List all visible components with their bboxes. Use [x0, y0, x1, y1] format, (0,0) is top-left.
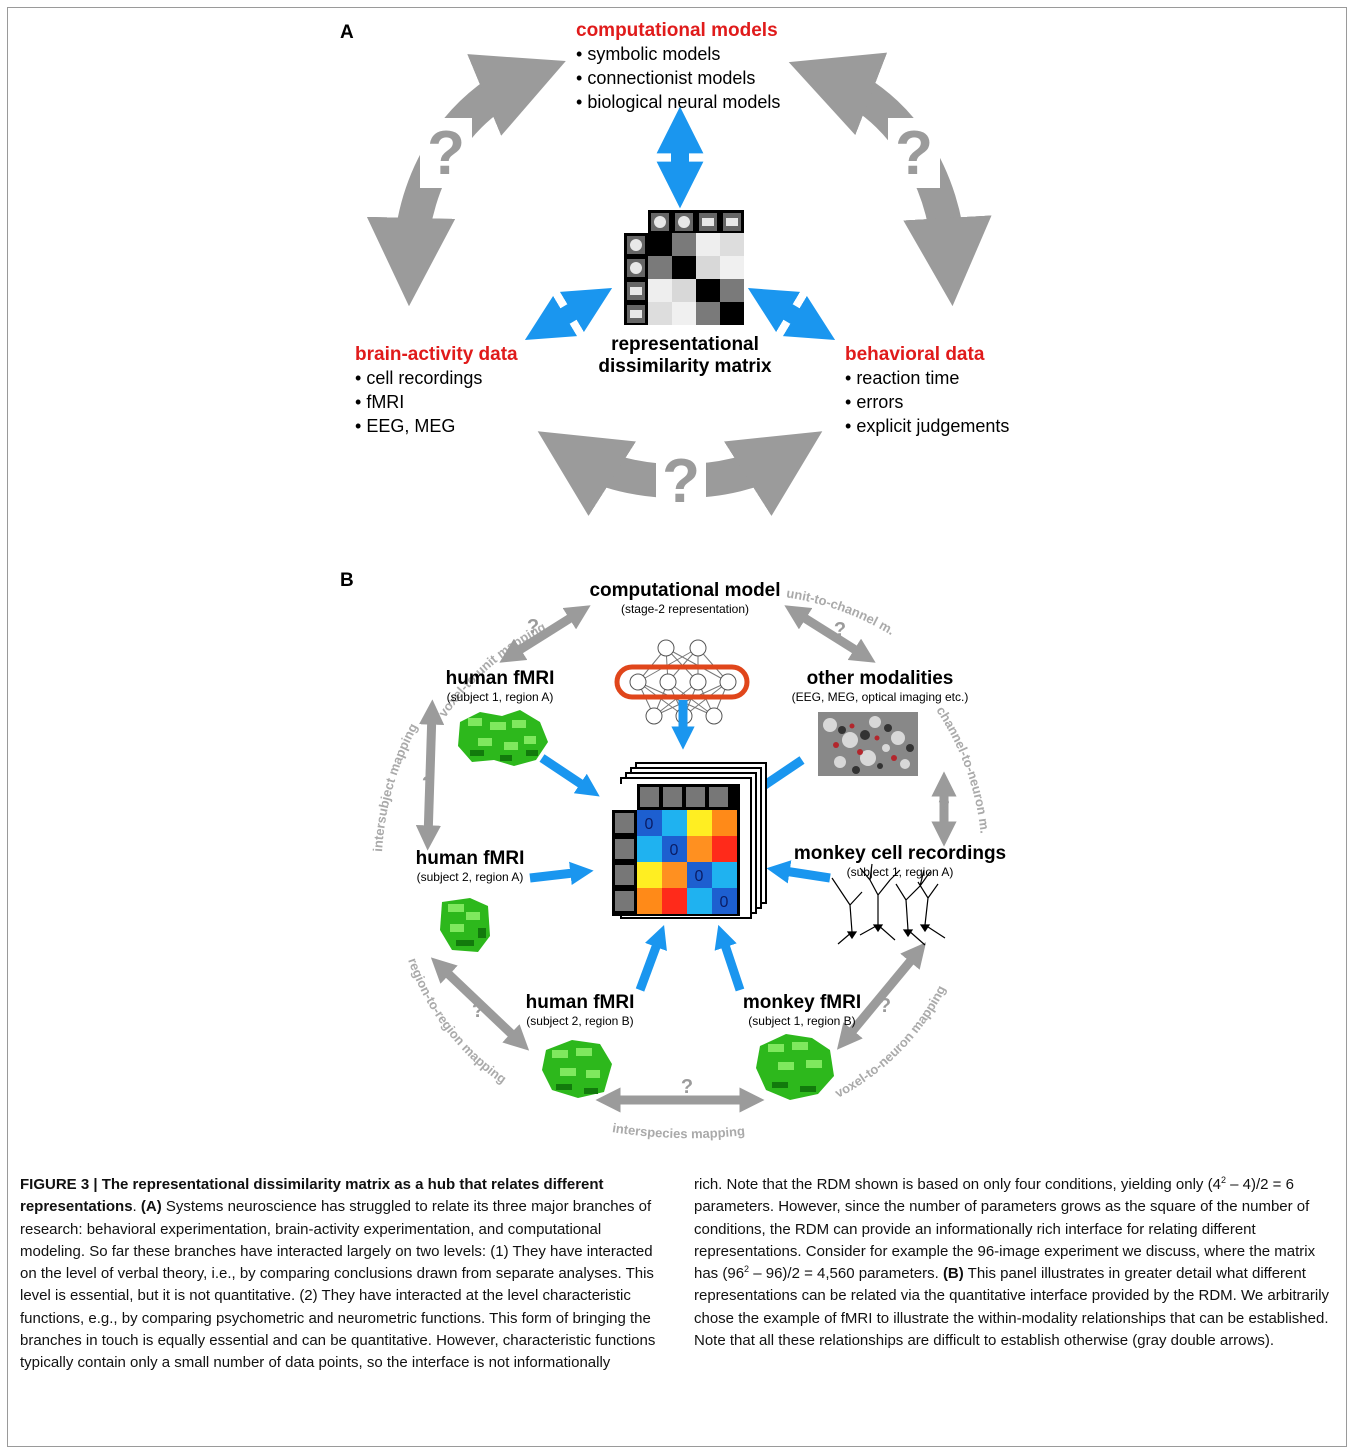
blue-arrow-left-a: [524, 288, 613, 340]
list-item: • symbolic models: [576, 44, 721, 64]
fmri-blob-s1a: [458, 710, 548, 766]
other-modalities-label: other modalities (EEG, MEG, optical imag…: [765, 668, 995, 704]
caption-panel-ref: (A): [140, 1198, 162, 1216]
list-item: • cell recordings: [355, 368, 483, 388]
behavioral-title: behavioral data: [845, 344, 985, 365]
monkey-cell-recordings-sub: (subject 1, region A): [846, 865, 954, 879]
caption-text: – 4)/2 = 6 parameters. However, since th…: [694, 1176, 1316, 1283]
monkey-cell-recordings-label: monkey cell recordings (subject 1, regio…: [780, 843, 1020, 879]
behavioral-block: behavioral data • reaction time • errors…: [845, 344, 1009, 438]
computational-models-title: computational models: [576, 20, 778, 41]
monkey-fmri-label: monkey fMRI (subject 1, region B): [722, 992, 882, 1028]
blue-arrow-right-a: [747, 288, 836, 340]
monkey-fmri-sub: (subject 1, region B): [748, 1014, 856, 1028]
caption-text: – 96)/2 = 4,560 parameters.: [749, 1265, 943, 1283]
human-fmri-s2a-label: human fMRI (subject 2, region A): [395, 848, 545, 884]
rdm-label-a: representational dissimilarity matrix: [580, 334, 790, 378]
human-fmri-s2b-title: human fMRI: [525, 992, 635, 1013]
fmri-blob-s2b: [542, 1040, 612, 1098]
caption-column-2: rich. Note that the RDM shown is based o…: [694, 1174, 1334, 1352]
zero-3: 0: [695, 868, 704, 885]
list-item: • explicit judgements: [845, 416, 1010, 436]
fmri-blob-s2a: [440, 898, 490, 952]
monkey-cell-recordings-title: monkey cell recordings: [793, 843, 1007, 864]
neural-network-icon: [614, 639, 750, 725]
list-item: • fMRI: [355, 392, 405, 412]
q-b-2: ?: [834, 619, 846, 641]
rdm-label-line-2: dissimilarity matrix: [598, 356, 772, 377]
rdm-matrix-a: [624, 210, 744, 325]
question-mark-a-left: ?: [427, 119, 465, 188]
human-fmri-s2b-sub: (subject 2, region B): [526, 1014, 634, 1028]
zero-1: 0: [645, 816, 654, 833]
caption-text: This panel illustrates in greater detail…: [694, 1265, 1330, 1350]
list-item: • biological neural models: [576, 92, 781, 112]
computational-model-sub: (stage-2 representation): [620, 602, 750, 616]
rdm-stack-b: 0 0 0 0: [612, 762, 767, 919]
zero-4: 0: [720, 894, 729, 911]
panel-letter-b: B: [340, 570, 354, 591]
other-modalities-title: other modalities: [806, 668, 954, 689]
brain-activity-title: brain-activity data: [355, 344, 518, 365]
list-item: • reaction time: [845, 368, 960, 388]
monkey-fmri-blob: [756, 1034, 834, 1100]
other-modalities-sub: (EEG, MEG, optical imaging etc.): [791, 690, 969, 704]
q-b-7: ?: [681, 1076, 693, 1098]
computational-model-label: computational model (stage-2 representat…: [570, 580, 800, 616]
human-fmri-s2a-title: human fMRI: [415, 848, 525, 869]
caption-text: Systems neuroscience has struggled to re…: [20, 1198, 656, 1372]
zero-2: 0: [670, 842, 679, 859]
monkey-fmri-title: monkey fMRI: [742, 992, 862, 1013]
q-b-6: ?: [879, 995, 891, 1017]
superscript: 2: [744, 1264, 750, 1275]
superscript: 2: [1220, 1175, 1226, 1185]
q-b-1: ?: [527, 616, 539, 638]
caption-text: rich. Note that the RDM shown is based o…: [694, 1176, 1221, 1193]
gray-arrow-region-region: [430, 957, 530, 1051]
q-b-4: ?: [938, 795, 950, 817]
caption-text: .: [132, 1198, 141, 1216]
list-item: • EEG, MEG: [355, 416, 456, 436]
human-fmri-s1a-sub: (subject 1, region A): [446, 690, 554, 704]
panel-letter-a: A: [340, 22, 354, 43]
brain-activity-block: brain-activity data • cell recordings • …: [355, 344, 518, 438]
optical-imaging-image: [818, 712, 918, 776]
blue-arrows-b: [529, 700, 831, 992]
human-fmri-s1a-title: human fMRI: [445, 668, 555, 689]
question-mark-a-right: ?: [895, 119, 933, 188]
gray-arrow-voxel-neuron: [836, 942, 927, 1050]
computational-model-title: computational model: [589, 580, 781, 601]
figure-graphics: ? ? ?: [366, 52, 993, 1141]
question-mark-a-bottom: ?: [662, 447, 700, 516]
rdm-label-line-1: representational: [611, 334, 759, 355]
mapping-label-intersubject: intersubject mapping: [370, 721, 420, 852]
neurons-icon: [831, 863, 946, 946]
human-fmri-s1a-label: human fMRI (subject 1, region A): [420, 668, 580, 704]
human-fmri-s2a-sub: (subject 2, region A): [416, 870, 524, 884]
gray-arrow-model-fmri: [499, 605, 591, 663]
mapping-label-interspecies: interspecies mapping: [611, 1120, 745, 1141]
figure-title: FIGURE 3 | The representational dissimil…: [20, 1176, 604, 1216]
caption-column-1: FIGURE 3 | The representational dissimil…: [20, 1174, 660, 1375]
q-b-5: ?: [472, 1000, 484, 1022]
list-item: • connectionist models: [576, 68, 756, 88]
q-b-3: ?: [422, 773, 434, 795]
gray-arrow-intersubject: [415, 699, 445, 851]
figure-frame: [7, 7, 1347, 1447]
computational-models-block: computational models • symbolic models •…: [576, 20, 780, 114]
caption-panel-ref: (B): [942, 1265, 964, 1283]
gray-arrow-model-other: [784, 605, 876, 663]
human-fmri-s2b-label: human fMRI (subject 2, region B): [500, 992, 660, 1028]
list-item: • errors: [845, 392, 904, 412]
